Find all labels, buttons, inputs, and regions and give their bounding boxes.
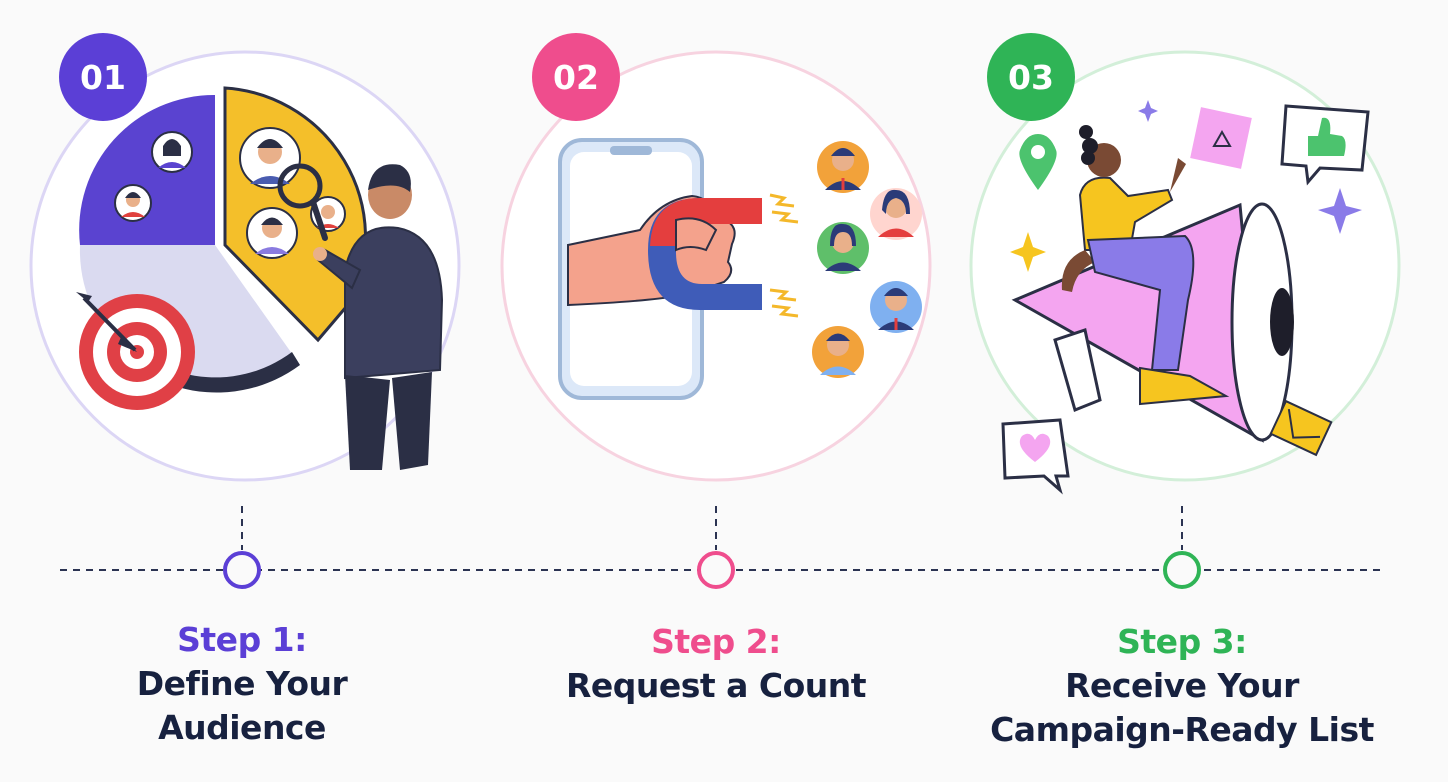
step1-badge-number: 01 [80, 58, 126, 97]
step3-title-line2: Campaign-Ready List [990, 710, 1374, 749]
avatar-icon [246, 207, 298, 259]
step3-caption: Step 3: Receive Your Campaign-Ready List [952, 620, 1412, 752]
thumbs-up-icon [1280, 104, 1370, 186]
person-avatar-icon [870, 281, 922, 333]
sparkle-icon [1010, 100, 1362, 272]
heart-message-icon [1001, 418, 1070, 495]
step2-title-line1: Request a Count [565, 666, 867, 705]
woman-figure [1061, 125, 1230, 406]
avatar-icon [239, 127, 301, 189]
timeline-node-1 [223, 551, 261, 589]
person-avatar-icon [817, 141, 869, 193]
timeline-node-3 [1163, 551, 1201, 589]
step1-label: Step 1: [177, 620, 307, 659]
step3-badge-number: 03 [1008, 58, 1054, 97]
step1-title-line1: Define Your [136, 664, 348, 703]
person-avatar-icon [812, 326, 864, 378]
step1-caption: Step 1: Define Your Audience [12, 618, 472, 750]
target-icon [76, 292, 195, 410]
step2-badge-number: 02 [553, 58, 599, 97]
step1-badge [59, 33, 147, 121]
magnifier-icon [277, 163, 328, 241]
person-avatar-icon [817, 222, 869, 274]
timeline-node-2 [697, 551, 735, 589]
spark-icon [769, 193, 799, 318]
megaphone-illustration [969, 33, 1401, 495]
magnet-phone-illustration [500, 33, 932, 482]
step3-badge [987, 33, 1075, 121]
audience-targeting-illustration [29, 33, 461, 482]
step1-title-line2: Audience [158, 708, 326, 747]
person-avatar-icon [870, 188, 922, 240]
magnet-icon [648, 198, 762, 310]
envelope-icon [1269, 399, 1333, 457]
play-card-icon [1190, 107, 1252, 169]
step3-label: Step 3: [1117, 622, 1247, 661]
step3-title-line1: Receive Your [1065, 666, 1299, 705]
step2-label: Step 2: [651, 622, 781, 661]
businessman-figure [313, 164, 444, 470]
location-pin-icon [1019, 134, 1057, 190]
avatar-icon [151, 131, 193, 173]
step2-caption: Step 2: Request a Count [486, 620, 946, 708]
pie-slice-purple [79, 94, 215, 245]
step2-badge [532, 33, 620, 121]
avatar-icon [114, 184, 152, 222]
